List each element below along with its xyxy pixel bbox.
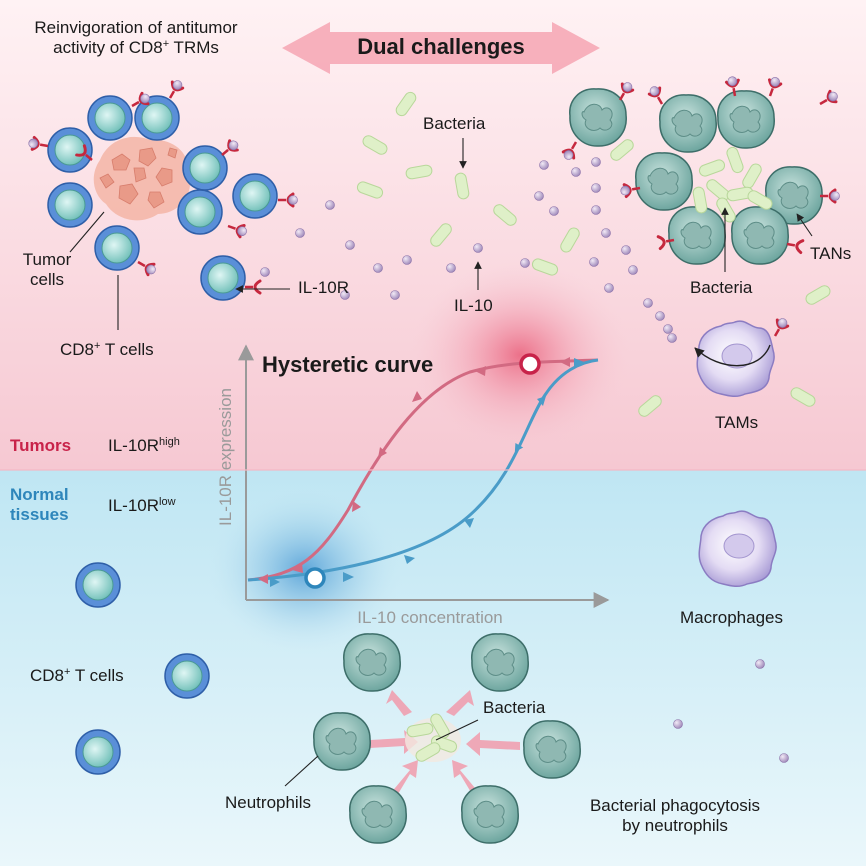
phagocytosis-label: Bacterial phagocytosis by neutrophils (560, 796, 790, 837)
dual-challenges-arrow (282, 22, 600, 74)
top-left-title-line2: activity of CD8+ TRMs (10, 38, 262, 58)
pointer-lines (69, 138, 813, 787)
tam-macrophage (694, 314, 792, 398)
bacteria-top-label: Bacteria (423, 114, 486, 133)
il10r-low-text: IL-10R (108, 496, 160, 515)
cd8-bottom-label-text: CD8 (30, 666, 65, 685)
cd8-top-label-sup: + (94, 340, 101, 352)
normal-zone-label-line1: Normal (10, 485, 69, 504)
normal-state-marker (304, 567, 326, 589)
top-left-title-line2-text: activity of CD8 (53, 38, 163, 58)
phagocytosis-label-line1: Bacterial phagocytosis (589, 796, 761, 815)
normal-zone-label: Normal tissues (10, 485, 69, 526)
dual-challenges-label: Dual challenges (357, 34, 525, 59)
increasing-branch (247, 358, 599, 582)
tumor-state-marker (519, 353, 541, 375)
curve-title: Hysteretic curve (262, 352, 434, 377)
cd8-top-label-text: CD8 (60, 340, 95, 359)
normal-state-glow (205, 485, 405, 655)
cd8-bottom-label-sup: + (64, 666, 71, 678)
tams-label: TAMs (715, 413, 759, 432)
il10r-high-sup: high (159, 436, 180, 448)
normal-macrophage (698, 510, 777, 588)
il10r-high-label: IL-10Rhigh (108, 436, 180, 456)
tumor-cells-label: Tumor cells (22, 250, 72, 291)
normal-zone-label-line2: tissues (10, 505, 69, 525)
cd8-top-label: CD8+ T cells (60, 340, 154, 360)
cd8-top-label-end: T cells (100, 340, 154, 359)
phagocytosed-bacteria (405, 711, 461, 764)
tumor-cells-label-line1: Tumor (22, 250, 72, 269)
tumor-cells (93, 136, 191, 221)
x-axis-label: IL-10 concentration (357, 608, 503, 627)
bacteria-bottom-label: Bacteria (483, 698, 546, 717)
tumor-state-glow (410, 260, 630, 450)
il10-label: IL-10 (454, 296, 493, 315)
tumors-zone-label: Tumors (10, 436, 72, 455)
top-left-title-line2-end: TRMs (169, 38, 219, 58)
top-left-title-sup: + (162, 38, 170, 51)
cd8-bottom-label-end: T cells (70, 666, 124, 685)
il10r-label: IL-10R (298, 278, 350, 297)
top-left-title-line1: Reinvigoration of antitumor (34, 18, 238, 37)
il10r-high-text: IL-10R (108, 436, 160, 455)
cd8-bottom-label: CD8+ T cells (30, 666, 124, 686)
top-left-title: Reinvigoration of antitumor activity of … (10, 18, 262, 59)
macrophages-label: Macrophages (680, 608, 784, 627)
il10r-low-sup: low (159, 496, 176, 508)
neutrophils-label: Neutrophils (225, 793, 311, 812)
phagocytosis-label-line2: by neutrophils (622, 816, 728, 836)
tans-label: TANs (810, 244, 852, 263)
bacteria-cluster-label: Bacteria (690, 278, 753, 297)
hysteretic-curve-plot (238, 344, 610, 608)
il10r-low-label: IL-10Rlow (108, 496, 176, 516)
y-axis-label: IL-10R expression (216, 388, 235, 526)
tumor-cells-label-line2: cells (29, 270, 64, 290)
